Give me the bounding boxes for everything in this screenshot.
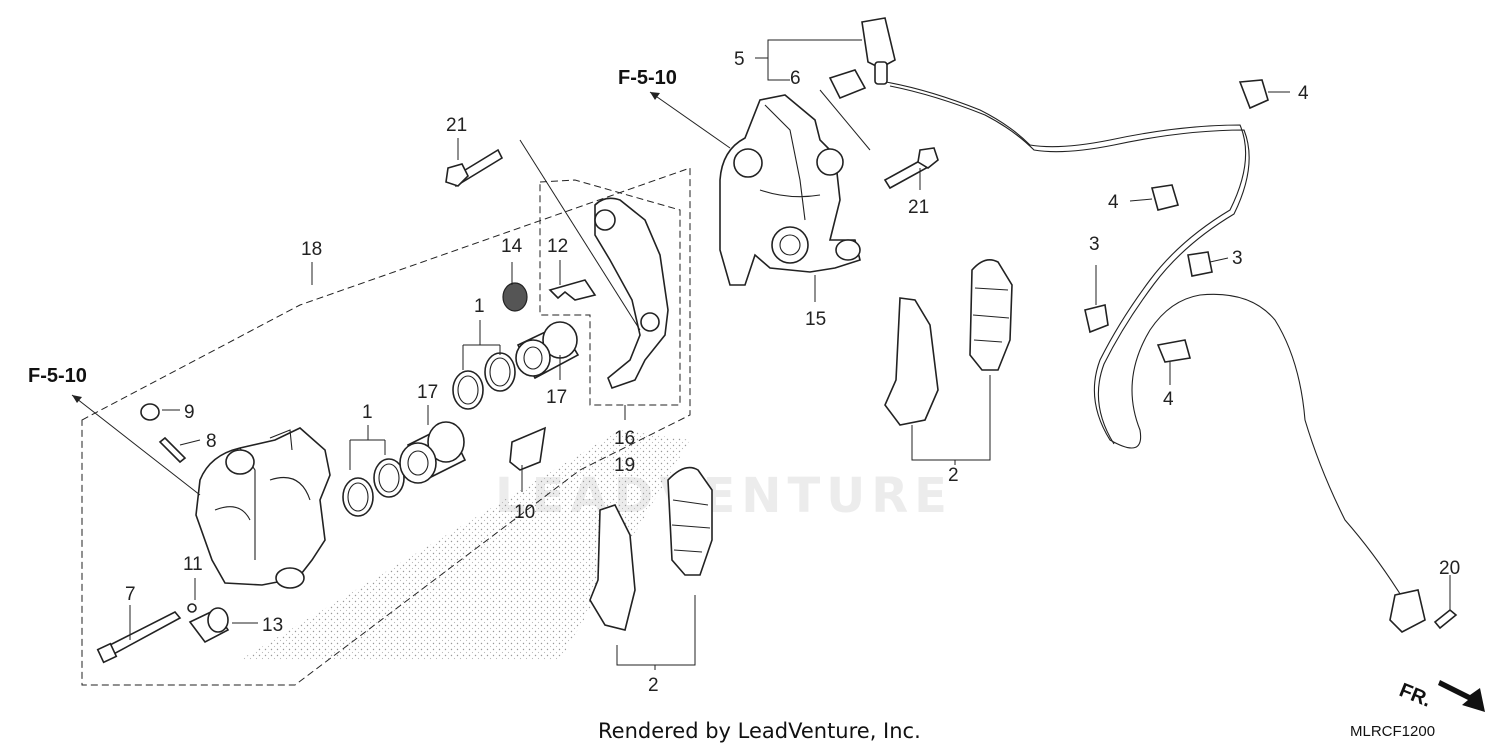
callout-5: 5 (734, 49, 745, 70)
callout-9: 9 (184, 402, 195, 423)
callout-16: 16 (614, 428, 635, 449)
ref-arrow-left (71, 394, 201, 496)
callout-21a: 21 (446, 115, 467, 136)
sensor-bolt-20 (1433, 608, 1458, 630)
callout-4c: 4 (1163, 389, 1174, 410)
callout-20: 20 (1439, 558, 1460, 579)
front-arrow-icon (1438, 680, 1485, 712)
callout-12: 12 (547, 236, 568, 257)
stipple-shadow (240, 430, 690, 660)
clamp-3-left (1084, 304, 1109, 334)
callout-21b: 21 (908, 197, 929, 218)
callout-13: 13 (262, 615, 283, 636)
callout-8: 8 (206, 431, 217, 452)
sensor-wire (885, 81, 1411, 611)
callout-2a: 2 (648, 675, 659, 696)
o-ring-11 (187, 603, 197, 613)
callout-11: 11 (183, 554, 203, 575)
footer-text: Rendered by LeadVenture, Inc. (598, 719, 921, 743)
callout-7: 7 (125, 584, 136, 605)
sensor-head (1389, 589, 1426, 633)
sensor-clip-6 (828, 69, 867, 100)
left-caliper-body (195, 427, 331, 589)
reference-label-left: F-5-10 (28, 365, 87, 387)
brake-pad-right-a (884, 297, 939, 426)
pin-bolt-7 (102, 610, 182, 658)
callout-19: 19 (614, 455, 635, 476)
callout-17a: 17 (417, 382, 438, 403)
callout-4a: 4 (1298, 83, 1309, 104)
pad-spring-10 (509, 426, 546, 471)
leader-lines (129, 39, 1451, 670)
bleeder-cap-9 (140, 403, 160, 421)
caliper-bracket-16 (594, 197, 669, 390)
callout-15: 15 (805, 309, 826, 330)
callout-14: 14 (501, 236, 523, 257)
front-arrow-label: FR. (1396, 679, 1434, 711)
callout-1a: 1 (474, 296, 485, 317)
bolt-21-left (445, 148, 504, 188)
brake-pad-left-b (667, 466, 713, 576)
callout-18: 18 (301, 239, 322, 260)
callout-2b: 2 (948, 465, 959, 486)
callout-17b: 17 (546, 387, 567, 408)
callout-10: 10 (514, 502, 535, 523)
brake-pad-left-a (589, 504, 636, 631)
right-caliper-15 (719, 94, 861, 286)
callout-1b: 1 (362, 402, 373, 423)
clip-4-bottom (1156, 339, 1192, 363)
diagram-code: MLRCF1200 (1350, 723, 1435, 740)
clamp-3-right (1187, 251, 1213, 277)
assembly-boundary-18 (81, 167, 691, 686)
reference-label-top: F-5-10 (618, 67, 677, 89)
callout-6: 6 (790, 68, 801, 89)
bolt-21-right (883, 147, 939, 190)
clip-4-top (1238, 79, 1269, 110)
boot-14 (502, 282, 528, 312)
wheel-speed-sensor-connector-5 (861, 17, 896, 85)
clip-4-middle (1150, 184, 1180, 211)
ref-arrow-top (649, 91, 731, 149)
callout-3b: 3 (1232, 248, 1243, 269)
pad-clip-12 (548, 279, 597, 301)
callout-3a: 3 (1089, 234, 1100, 255)
bleeder-screw-8 (158, 436, 187, 464)
callout-4b: 4 (1108, 192, 1119, 213)
